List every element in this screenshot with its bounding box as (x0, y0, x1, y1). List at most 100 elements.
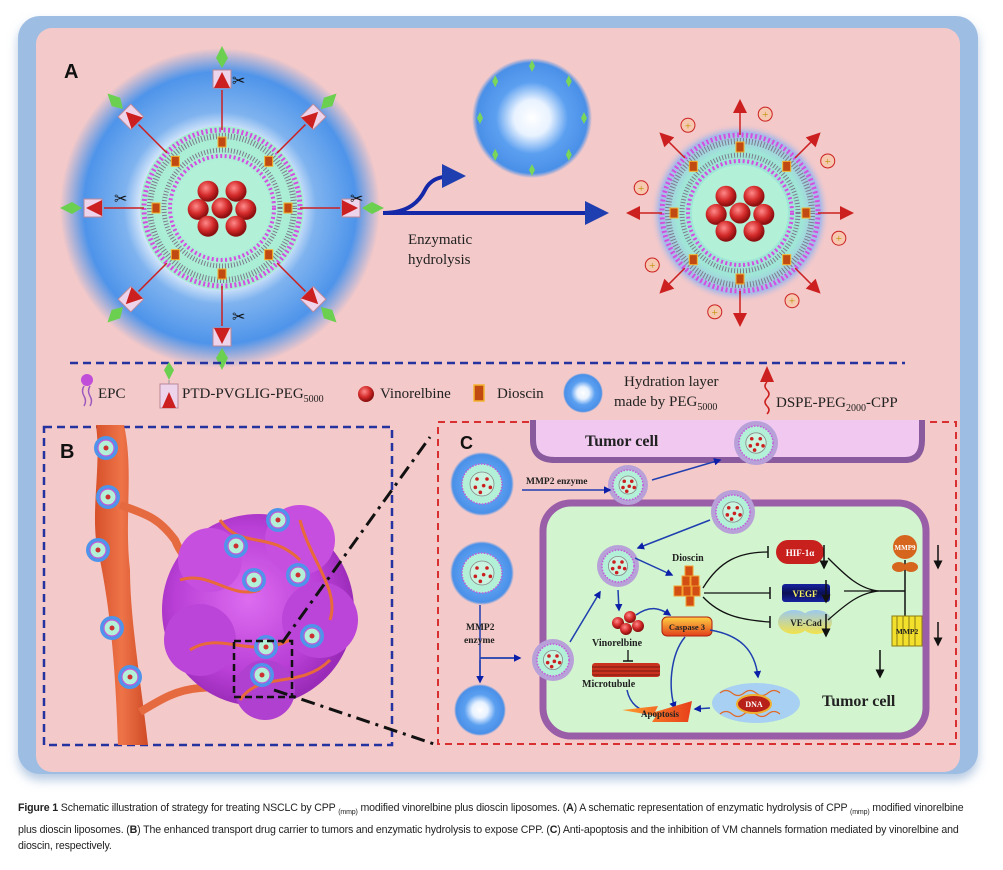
zoom-box (232, 639, 294, 699)
legend: EPC PTD-PVGLIG-PEG5000 Vinorelbine Diosc… (81, 362, 898, 415)
caption-sub: (mmp) (850, 809, 870, 817)
dioscin (688, 254, 698, 266)
panel-a-label: A (64, 61, 78, 83)
ptd-peg-unit (107, 285, 145, 323)
scissors-icon: ✂ (350, 191, 363, 208)
liposome (734, 421, 778, 465)
cpp-unit (626, 206, 640, 220)
dspe-peg-cpp-icon (760, 366, 774, 415)
plus-sign: + (638, 183, 644, 195)
liposome (532, 639, 574, 681)
main-tumor-cell-label: Tumor cell (822, 693, 896, 710)
positive-charge-icon (784, 293, 800, 309)
microtubule-label: Microtubule (582, 679, 636, 690)
mmp9-node: MMP9 (892, 535, 918, 572)
vinorelbine-balls (612, 611, 644, 635)
caption-text: ) A schematic representation of enzymati… (573, 802, 851, 814)
dioscin (283, 202, 293, 214)
ptd-fragment (581, 112, 587, 124)
plus-sign: + (836, 233, 842, 245)
ptd-peg-unit (299, 285, 337, 323)
scissors-icon: ✂ (232, 73, 245, 90)
positive-charge-icon (757, 106, 773, 122)
legend-hydration-1: Hydration layer (624, 374, 719, 390)
ptd-fragment (529, 164, 535, 176)
panel-c-label: C (460, 433, 473, 453)
vinorelbine-label: Vinorelbine (592, 638, 643, 649)
flow-arrow (635, 607, 672, 616)
ptd-peg-spokes: ✂✂✂✂ (60, 46, 384, 370)
scissors-icon: ✂ (232, 309, 245, 326)
dioscin (217, 268, 227, 280)
dioscin (688, 160, 698, 172)
dna-node: DNA (712, 683, 800, 723)
caption-ref-b: B (129, 823, 138, 836)
flow-arrow (636, 519, 711, 550)
dioscin (782, 254, 792, 266)
ptd-peg-icon (159, 362, 179, 409)
caption-text: modified vinorelbine plus dioscin liposo… (357, 802, 567, 814)
hif-1a-node: HIF-1α (776, 540, 824, 564)
vecad-label: VE-Cad (790, 618, 822, 628)
vinorelbine-ball (715, 220, 737, 242)
legend-dioscin: Dioscin (497, 386, 544, 402)
mmp2-label: MMP2 (896, 627, 919, 636)
caption-text: Schematic illustration of strategy for t… (58, 802, 339, 814)
vinorelbine-ball (225, 180, 247, 202)
top-tumor-cell (530, 420, 925, 463)
caption-text: ) Anti-apoptosis and the inhibition of V… (18, 823, 959, 853)
vinorelbine-icon (358, 386, 374, 402)
dioscin (669, 207, 679, 219)
flow-arrow (634, 557, 674, 576)
panel-b-frame (42, 425, 394, 747)
dna-label: DNA (745, 700, 763, 709)
caption-ref-a: A (566, 802, 574, 814)
dioscin (264, 155, 274, 167)
ptd-peg-unit (212, 46, 232, 89)
dioscin (217, 136, 227, 148)
dioscin (151, 202, 161, 214)
legend-dspe: DSPE-PEG2000-CPP (776, 395, 898, 414)
positive-charge-icon (644, 257, 660, 273)
flow-arrow (669, 636, 686, 710)
apoptosis-label: Apoptosis (641, 709, 680, 719)
vinorelbine-ball (235, 198, 257, 220)
dioscin (782, 160, 792, 172)
caption-sub: (mmp) (338, 809, 358, 817)
cpp-unit (840, 206, 854, 220)
dioscin-label: Dioscin (672, 553, 704, 564)
panel-b-label: B (60, 441, 74, 463)
positive-charge-icon (707, 304, 723, 320)
convergence-lines (827, 557, 881, 621)
plus-sign: + (649, 260, 655, 272)
caption-text: modified vinorelbine plus dioscin liposo… (18, 802, 964, 836)
positive-charge-icon (633, 180, 649, 196)
ptd-peg-unit (60, 198, 103, 218)
vegf-label: VEGF (792, 589, 818, 599)
dioscin-cubes (673, 565, 701, 607)
positive-charge-icon (680, 117, 696, 133)
dioscin (170, 249, 180, 261)
hydrolysis-label: hydrolysis (408, 252, 471, 268)
vinorelbine-cluster (187, 180, 257, 237)
positive-charge-icon (831, 230, 847, 246)
dioscin (264, 249, 274, 261)
caption-ref-c: C (549, 823, 558, 836)
vinorelbine-ball (743, 220, 765, 242)
positive-charge-icon (820, 153, 836, 169)
hydration-layer-icon (563, 373, 603, 413)
flow-arrow (709, 629, 762, 679)
vegf-node: VEGF (782, 584, 830, 602)
detached-hydration-layer (454, 684, 506, 736)
liposome (597, 545, 639, 587)
mmp2-enzyme-top: MMP2 enzyme (526, 477, 587, 487)
liposome (608, 465, 648, 505)
vecad-node: VE-Cad (778, 610, 832, 634)
detached-hydration-layer (472, 58, 592, 178)
plus-sign: + (685, 120, 691, 132)
dioscin (735, 273, 745, 285)
plus-sign: + (712, 307, 718, 319)
mmp2-node: MMP2 (891, 615, 923, 647)
caption-text: ) The enhanced transport drug carrier to… (137, 823, 550, 836)
vinorelbine-ball (197, 180, 219, 202)
